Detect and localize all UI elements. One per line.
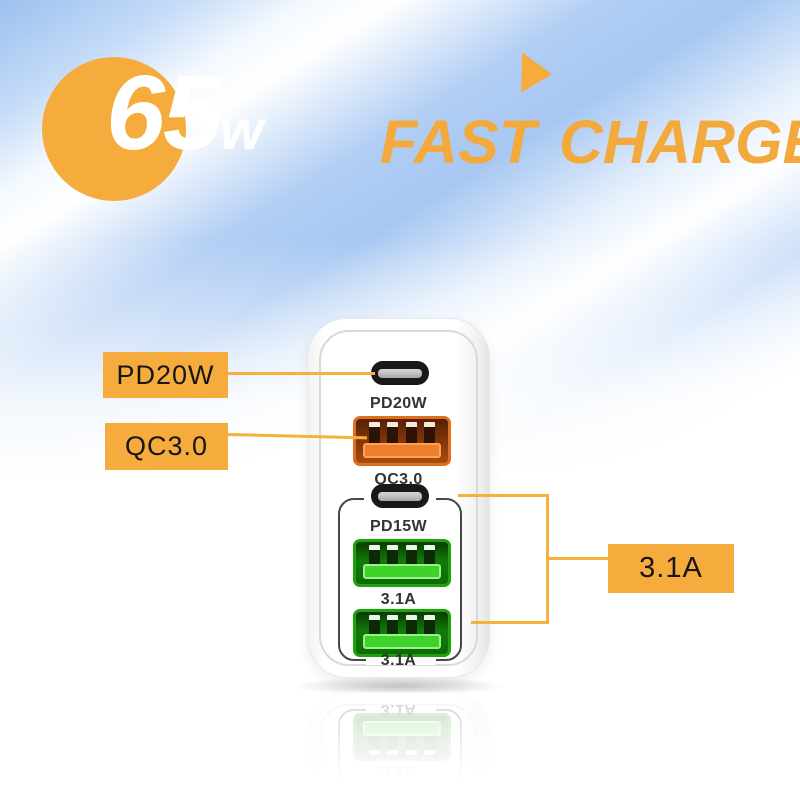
usb-a-port-31a-2	[353, 609, 451, 657]
outline-gap-bottom	[366, 656, 436, 665]
usb-contact-pins	[369, 545, 435, 569]
callout-pd20w: PD20W	[103, 352, 228, 398]
wattage-text: 65w	[106, 60, 263, 166]
product-title: FAST CHARGER	[380, 108, 800, 176]
leader-line-pd20w	[228, 372, 375, 375]
charger-reflection: PD20W QC3.0 PD15W 3.1A 3.1A	[307, 692, 490, 800]
callout-31a: 3.1A	[608, 544, 734, 593]
play-triangle-icon	[518, 52, 554, 95]
usb-contact-pins	[369, 615, 435, 639]
usb-c-port-pd15w	[371, 484, 429, 508]
wattage-badge-circle	[42, 57, 186, 201]
port-label-31a-1: 3.1A	[380, 591, 417, 608]
usb-c-port-pd20w	[371, 361, 429, 385]
usb-c-slot	[378, 369, 422, 378]
bracket-line-middle	[549, 557, 608, 560]
usb-contact-pins	[369, 422, 435, 446]
port-label-31a-2: 3.1A	[380, 652, 417, 669]
wattage-value: 65	[106, 54, 222, 172]
usb-c-slot	[378, 492, 422, 501]
port-label-qc30: QC3.0	[374, 471, 423, 488]
callout-qc30: QC3.0	[105, 423, 228, 470]
port-label-pd20w: PD20W	[369, 395, 428, 412]
charger-face-outline	[319, 330, 478, 666]
bracket-line-top	[458, 494, 549, 497]
usb-tongue	[363, 443, 441, 458]
usb-tongue	[363, 564, 441, 579]
port-label-pd15w: PD15W	[369, 518, 428, 535]
wattage-unit: w	[219, 98, 264, 161]
usb-a-port-31a-1	[353, 539, 451, 587]
usb-tongue	[363, 634, 441, 649]
ground-shadow	[289, 676, 509, 696]
reflection-fade	[307, 692, 490, 800]
usb-a-port-qc30	[353, 416, 451, 466]
bracket-line-bottom	[471, 621, 549, 624]
bracket-line-vertical	[546, 494, 549, 624]
charger-body: PD20W QC3.0 PD15W 3.1A 3.1A	[307, 318, 490, 678]
